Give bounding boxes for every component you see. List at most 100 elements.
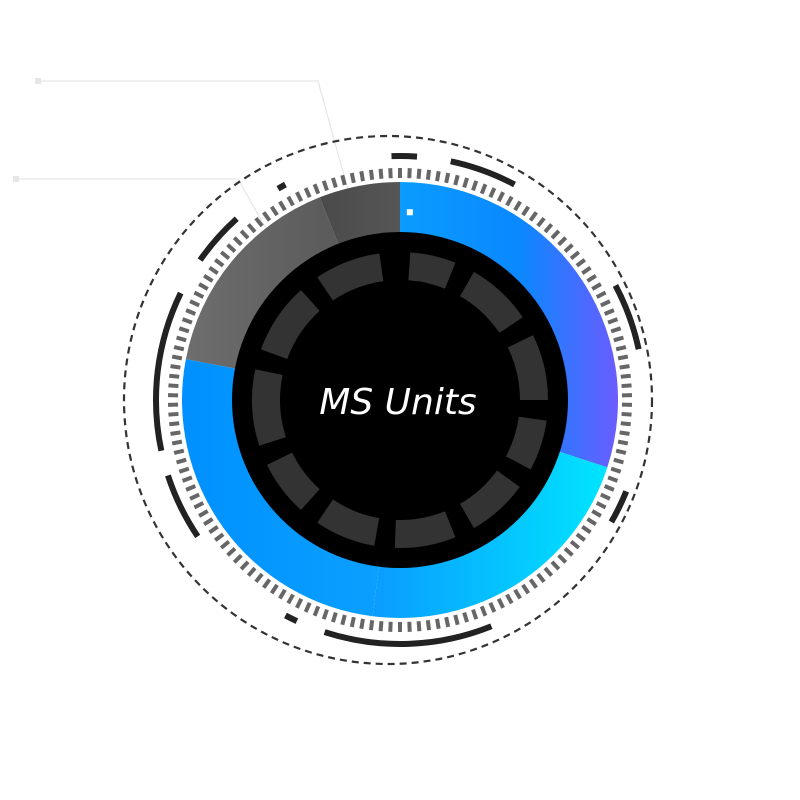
leader-line-2 <box>16 178 280 250</box>
tick-mark <box>286 593 295 605</box>
tick-mark <box>620 373 631 379</box>
tick-mark <box>303 601 312 613</box>
tick-mark <box>176 335 187 343</box>
tick-mark <box>563 547 574 557</box>
tick-mark <box>331 611 338 623</box>
tick-mark <box>246 566 257 577</box>
tick-mark <box>416 168 422 179</box>
slice-marker-2 <box>461 622 468 629</box>
tick-mark <box>178 466 190 474</box>
tick-mark <box>232 236 243 247</box>
tick-mark <box>378 621 384 632</box>
tick-mark <box>193 501 205 510</box>
tick-mark <box>425 169 432 181</box>
tick-mark <box>586 273 597 283</box>
tick-mark <box>513 200 522 212</box>
tick-mark <box>178 326 190 334</box>
tick-mark <box>607 317 619 325</box>
inner-block-3 <box>507 335 548 400</box>
tick-mark <box>505 593 514 605</box>
tick-mark <box>607 475 619 483</box>
tick-mark <box>610 326 622 334</box>
tick-mark <box>359 618 365 630</box>
tick-mark <box>203 273 214 283</box>
tick-mark <box>496 191 505 203</box>
tick-mark <box>591 282 602 291</box>
tick-mark <box>173 345 185 352</box>
slice-marker-1 <box>406 209 413 216</box>
tick-mark <box>453 614 460 626</box>
tick-mark <box>575 258 587 268</box>
tick-mark <box>173 448 185 455</box>
tick-mark <box>496 597 505 609</box>
inner-block-4 <box>505 416 547 470</box>
tick-mark <box>208 265 219 275</box>
inner-block-2 <box>460 271 523 333</box>
dial-segment-1 <box>391 153 418 160</box>
tick-mark <box>600 492 611 501</box>
tick-mark <box>286 195 295 207</box>
tick-mark <box>171 439 183 446</box>
tick-mark <box>340 614 347 626</box>
tick-mark <box>213 532 225 542</box>
tick-mark <box>269 583 279 595</box>
tick-mark <box>168 383 179 389</box>
tick-mark <box>303 187 312 199</box>
tick-mark <box>208 525 219 535</box>
inner-block-5 <box>460 470 520 529</box>
tick-mark <box>246 223 257 234</box>
tick-mark <box>591 509 602 518</box>
tick-mark <box>435 618 441 630</box>
tick-mark <box>169 421 180 427</box>
tick-mark <box>219 539 231 550</box>
inner-block-11 <box>317 253 384 301</box>
tick-mark <box>349 172 356 184</box>
tick-mark <box>170 364 181 370</box>
center-label: MS Units <box>319 382 476 423</box>
tick-mark <box>610 466 622 474</box>
tick-mark <box>575 532 587 542</box>
tick-mark <box>193 290 205 299</box>
tick-mark <box>600 299 611 308</box>
donut-slice-2 <box>372 451 608 618</box>
tick-mark <box>621 383 632 389</box>
tick-mark <box>185 484 197 492</box>
tick-mark <box>262 578 272 589</box>
leader-dot-2 <box>13 176 19 182</box>
tick-mark <box>169 373 180 379</box>
tick-mark <box>557 236 568 247</box>
tick-mark <box>462 611 469 623</box>
inner-block-7 <box>317 499 380 546</box>
tick-mark <box>226 547 237 557</box>
tick-mark <box>368 169 375 181</box>
tick-mark <box>513 588 522 600</box>
tick-mark <box>550 560 561 571</box>
dial-segment-8 <box>153 291 184 452</box>
tick-mark <box>550 229 561 240</box>
tick-mark <box>368 619 375 631</box>
donut-slice-4 <box>185 197 339 369</box>
tick-mark <box>168 411 179 417</box>
tick-mark <box>176 457 187 465</box>
tick-mark <box>471 608 479 620</box>
tick-mark <box>619 364 630 370</box>
dial-segment-10 <box>276 181 287 192</box>
tick-mark <box>557 553 568 564</box>
tick-mark <box>295 597 304 609</box>
tick-mark <box>181 317 193 325</box>
tick-mark <box>213 258 225 268</box>
tick-mark <box>321 608 329 620</box>
tick-mark <box>254 216 264 228</box>
tick-mark <box>581 265 592 275</box>
inner-block-8 <box>266 452 320 510</box>
tick-mark <box>586 517 597 527</box>
inner-block-10 <box>260 290 320 359</box>
tick-mark <box>181 475 193 483</box>
slice-marker-3 <box>152 256 159 262</box>
tick-mark <box>603 308 615 316</box>
tick-mark <box>349 616 356 628</box>
donut-slice-1 <box>400 182 619 468</box>
dial-segment-6 <box>284 612 299 624</box>
tick-mark <box>312 183 321 195</box>
tick-mark <box>189 492 200 501</box>
